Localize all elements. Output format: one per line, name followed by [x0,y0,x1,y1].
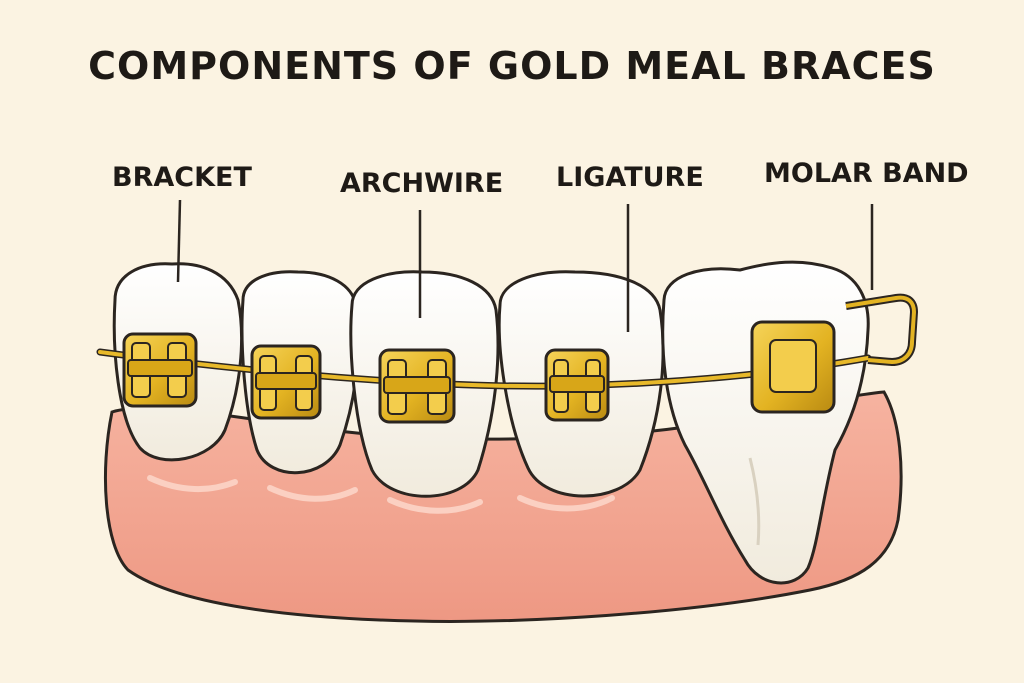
molar-tube [750,320,836,414]
bracket-3 [378,348,456,424]
label-archwire: ARCHWIRE [340,168,504,199]
diagram-title: COMPONENTS OF GOLD MEAL BRACES [88,44,936,88]
bracket-1 [122,332,198,408]
label-molar-band: MOLAR BAND [764,158,969,189]
label-bracket: BRACKET [112,162,252,193]
bracket-4 [544,348,610,422]
bracket-2 [250,344,322,420]
leader-bracket [176,199,182,283]
label-ligature: LIGATURE [556,162,704,193]
